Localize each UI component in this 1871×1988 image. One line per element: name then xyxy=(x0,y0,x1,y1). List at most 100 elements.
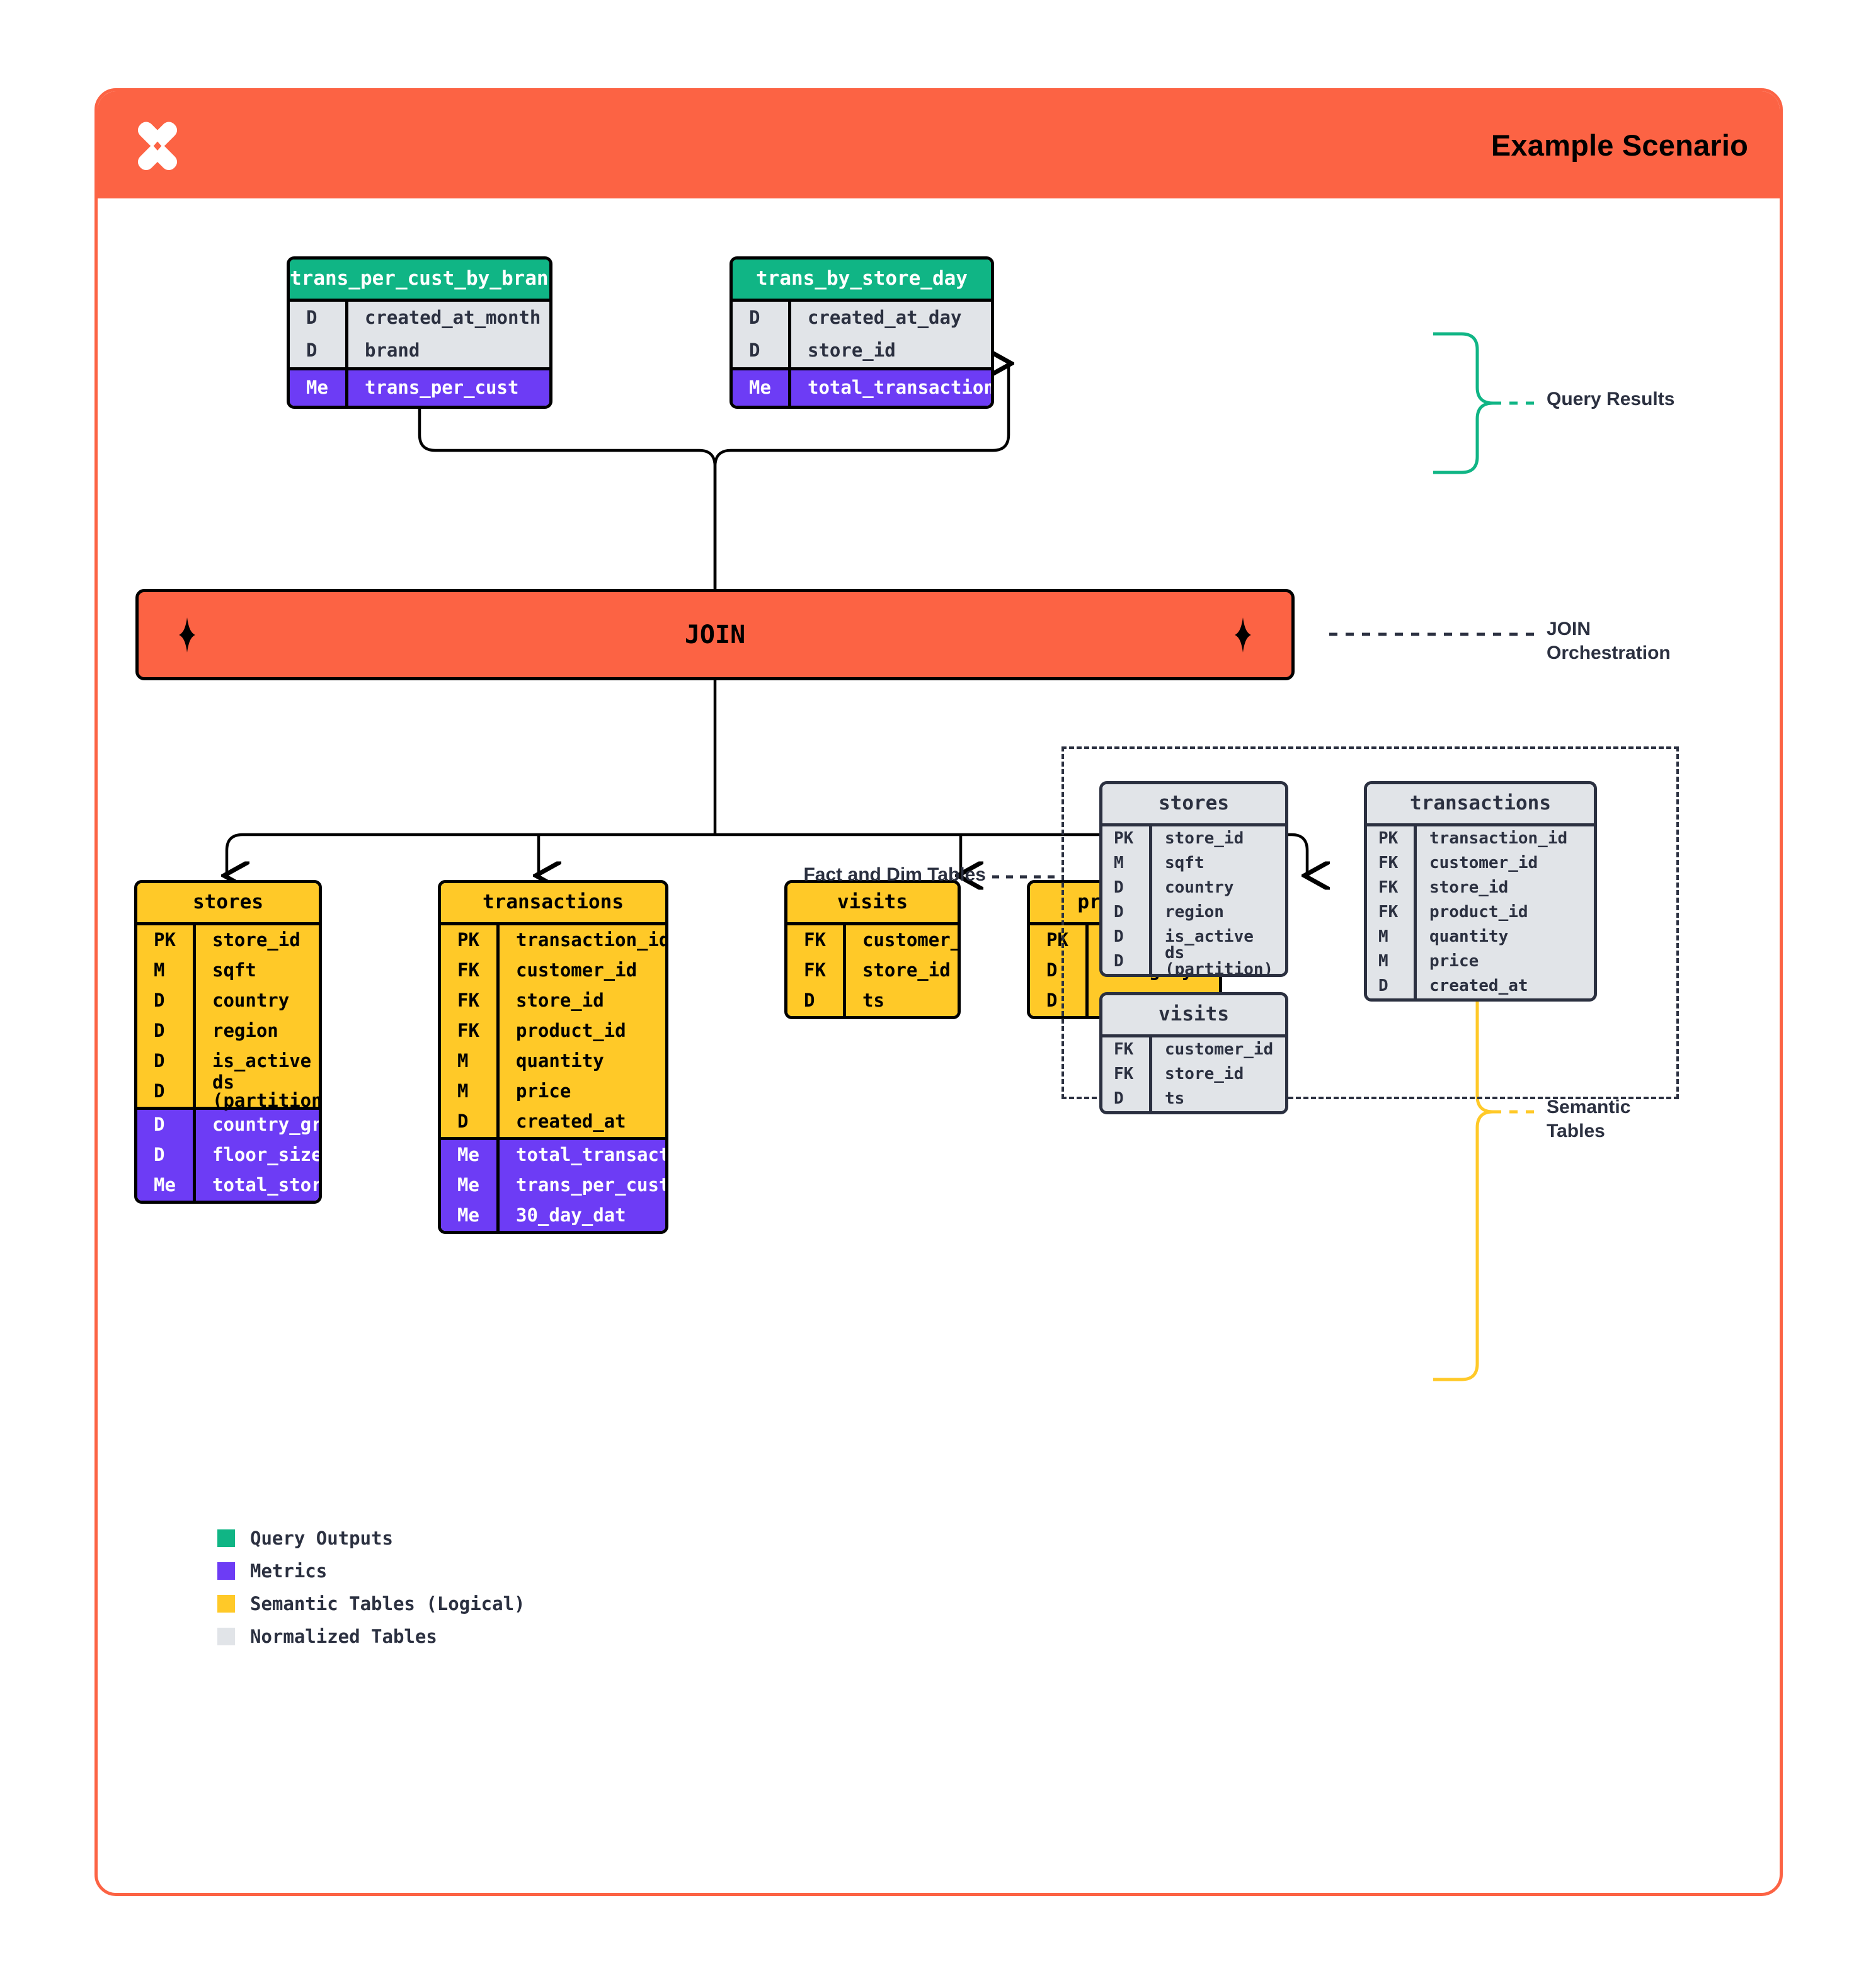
row-field: ds (partition) xyxy=(193,1073,319,1109)
x-mark-logo-icon xyxy=(137,122,178,171)
row-kind: Me xyxy=(457,1144,479,1166)
legend-item-semantic-tables: Semantic Tables (Logical) xyxy=(217,1593,525,1614)
row-field: store_id xyxy=(1414,875,1594,900)
diagram-canvas: trans_per_cust_by_brand_month D created_… xyxy=(98,198,1780,1899)
row-kind: M xyxy=(154,959,165,981)
table-row: D store_id xyxy=(733,334,991,367)
row-field: country xyxy=(193,985,319,1016)
row-kind: PK xyxy=(1114,829,1134,848)
row-kind: M xyxy=(1378,927,1388,947)
row-kind: FK xyxy=(1378,878,1399,898)
row-kind: D xyxy=(154,1144,165,1166)
fact-and-dim-group-box xyxy=(1061,746,1679,1099)
row-kind: PK xyxy=(457,929,479,951)
table-title: trans_by_store_day xyxy=(733,260,991,299)
row-field: created_at xyxy=(496,1106,665,1137)
metric-rows: Me trans_per_cust xyxy=(290,367,549,406)
join-label: JOIN xyxy=(684,620,746,649)
row-field: store_id xyxy=(843,955,958,986)
legend-label: Normalized Tables xyxy=(250,1626,437,1647)
legend-item-metrics: Metrics xyxy=(217,1560,525,1582)
row-kind: PK xyxy=(1046,929,1068,951)
legend-label: Metrics xyxy=(250,1560,328,1582)
row-kind: D xyxy=(1046,990,1058,1012)
table-row: FK store_id xyxy=(1367,875,1594,900)
row-field: store_id xyxy=(1149,826,1285,851)
row-kind: D xyxy=(154,1050,165,1072)
table-title: visits xyxy=(787,883,958,922)
row-field: store_id xyxy=(193,925,319,956)
table-title: visits xyxy=(1102,995,1285,1034)
table-row: D created_at_day xyxy=(733,301,991,334)
row-field: ts xyxy=(843,985,958,1016)
row-field: is_active xyxy=(1149,924,1285,949)
row-field: created_at xyxy=(1414,973,1594,998)
row-field: floor_size xyxy=(193,1140,319,1170)
row-kind: FK xyxy=(804,959,826,981)
row-field: country xyxy=(1149,875,1285,900)
legend-swatch-icon xyxy=(217,1595,235,1613)
legend-label: Query Outputs xyxy=(250,1528,393,1549)
table-row: PK transaction_id xyxy=(441,925,665,956)
row-field: price xyxy=(1414,949,1594,974)
row-field: customer_id xyxy=(1414,850,1594,876)
row-kind: D xyxy=(306,340,318,362)
row-field: transaction_id xyxy=(496,925,665,956)
row-field: store_id xyxy=(1149,1061,1285,1087)
query-result-trans-per-cust-by-brand-month[interactable]: trans_per_cust_by_brand_month D created_… xyxy=(287,256,552,409)
row-kind: M xyxy=(457,1080,469,1102)
row-field: trans_per_cust xyxy=(496,1170,665,1201)
table-row: PK store_id xyxy=(1102,826,1285,851)
legend-item-query-outputs: Query Outputs xyxy=(217,1528,525,1549)
page-title: Example Scenario xyxy=(1491,128,1748,162)
row-field: quantity xyxy=(496,1046,665,1077)
row-field: customer_id xyxy=(1149,1037,1285,1062)
row-kind: D xyxy=(1114,1089,1124,1109)
legend-swatch-icon xyxy=(217,1628,235,1645)
annotation-semantic-tables: Semantic Tables xyxy=(1547,1095,1630,1143)
row-kind: FK xyxy=(1378,903,1399,922)
row-kind: D xyxy=(1114,878,1124,898)
row-field: total_stores xyxy=(193,1170,319,1201)
row-field: product_id xyxy=(1414,900,1594,925)
diagram-card: Example Scenario xyxy=(94,88,1783,1896)
row-field: sqft xyxy=(1149,850,1285,876)
row-kind: M xyxy=(1378,952,1388,971)
row-kind: PK xyxy=(1378,829,1399,848)
row-field: price xyxy=(496,1076,665,1107)
row-field: is_active xyxy=(193,1046,319,1077)
legend-item-normalized-tables: Normalized Tables xyxy=(217,1626,525,1647)
row-kind: D xyxy=(1114,903,1124,922)
annotation-line-1: Semantic xyxy=(1547,1097,1631,1117)
query-result-trans-by-store-day[interactable]: trans_by_store_day D created_at_day D st… xyxy=(730,256,994,409)
row-kind: D xyxy=(749,307,760,329)
row-field: product_id xyxy=(496,1015,665,1046)
row-kind: D xyxy=(1378,976,1388,996)
row-field: sqft xyxy=(193,955,319,986)
table-title: trans_per_cust_by_brand_month xyxy=(290,260,549,299)
join-orchestration-bar[interactable]: JOIN xyxy=(135,589,1295,680)
row-field: created_at_day xyxy=(788,301,991,334)
row-field: created_at_month xyxy=(345,301,549,334)
